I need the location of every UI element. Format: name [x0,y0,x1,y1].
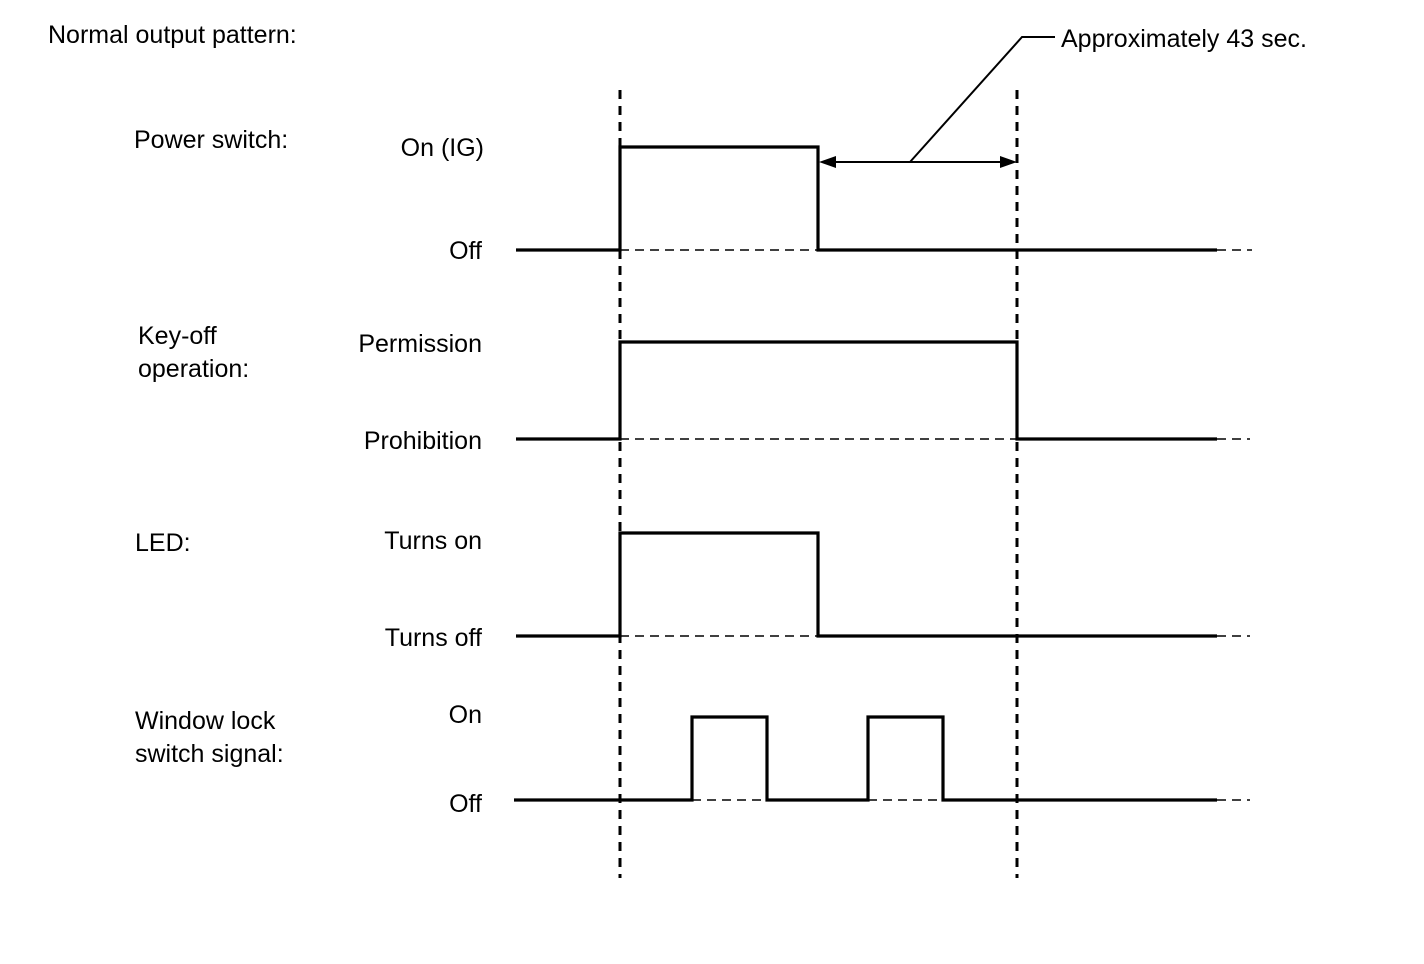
level-low-window-lock: Off [449,790,482,818]
level-high-power-switch: On (IG) [401,134,484,162]
duration-annotation: Approximately 43 sec. [1061,25,1307,53]
signal-name-window-lock-line2: switch signal: [135,740,284,768]
signal-name-key-off-line1: Key-off [138,322,217,350]
dimension-arrow-left-icon [819,156,836,168]
diagram-title: Normal output pattern: [48,21,297,49]
level-high-key-off: Permission [358,330,482,358]
signal-power-switch: Power switch: On (IG) Off [134,126,1252,265]
signal-led: LED: Turns on Turns off [135,527,1250,652]
level-low-led: Turns off [385,624,482,652]
dimension-arrow-right-icon [1000,156,1017,168]
signal-window-lock: Window lock switch signal: On Off [135,701,1250,818]
signal-name-power-switch: Power switch: [134,126,288,154]
level-low-key-off: Prohibition [364,427,482,455]
waveform-led [516,531,1217,638]
annotation-leader-line [909,36,1055,163]
level-high-led: Turns on [384,527,482,555]
level-low-power-switch: Off [449,237,482,265]
waveform-power-switch [516,145,1217,252]
signal-key-off-operation: Key-off operation: Permission Prohibitio… [138,322,1250,455]
signal-name-window-lock-line1: Window lock [135,707,276,735]
signal-name-key-off-line2: operation: [138,355,249,383]
waveform-window-lock [514,715,1217,802]
level-high-window-lock: On [449,701,482,729]
signal-name-led: LED: [135,529,191,557]
waveform-key-off [516,340,1217,441]
